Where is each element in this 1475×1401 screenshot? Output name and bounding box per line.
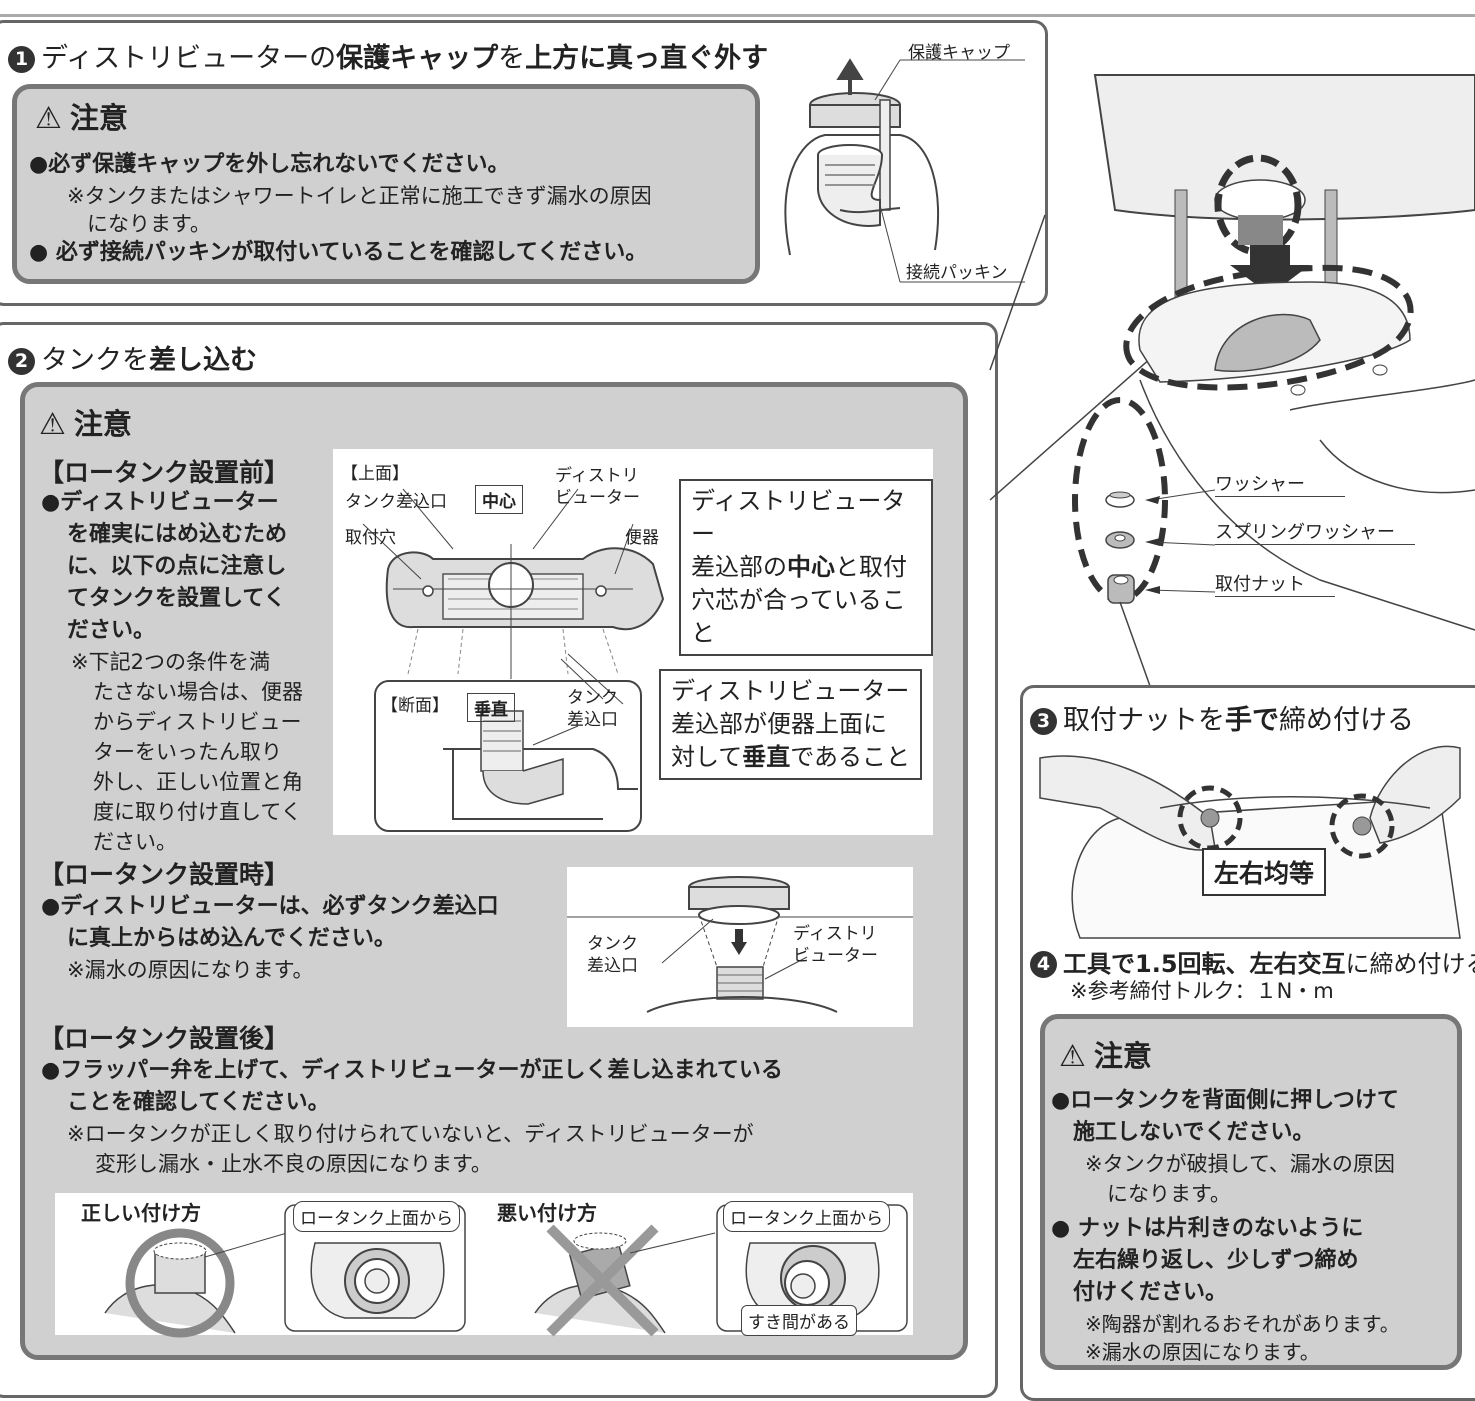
insert-illustration: タンク差込口 ディストリビューター bbox=[567, 867, 913, 1027]
after-note-a: ※ロータンクが正しく取り付けられていないと、ディストリビューターが bbox=[67, 1122, 754, 1146]
comparison-illustration: 正しい付け方 ロータンク上面から 悪い付け方 ロータンク上面から すき間がある bbox=[55, 1193, 913, 1338]
before-bullet: ●ディストリビューター を確実にはめ込むため に、以下の点に注意し てタンクを設… bbox=[41, 490, 288, 643]
from-top-label-correct: ロータンク上面から bbox=[293, 1201, 460, 1232]
step3-number: 3 bbox=[1030, 708, 1057, 735]
step3-illustration bbox=[1039, 745, 1461, 939]
step2-number: 2 bbox=[8, 348, 35, 375]
label-tank-inlet-section: タンク差込口 bbox=[567, 688, 618, 730]
step4-bullet1-a: ●ロータンクを背面側に押しつけて bbox=[1051, 1088, 1399, 1113]
step1-note1a: ※タンクまたはシャワートイレと正常に施工できず漏水の原因 bbox=[67, 184, 652, 208]
wrong-label: 悪い付け方 bbox=[497, 1201, 597, 1225]
step4-note1-a: ※タンクが破損して、漏水の原因 bbox=[1085, 1152, 1395, 1176]
label-tank-inlet-insert: タンク差込口 bbox=[587, 934, 638, 976]
alignment-illustration: 【上面】 タンク差込口 中心 ディストリビューター 取付穴 便器 ディストリビュ… bbox=[333, 449, 933, 835]
from-top-label-wrong: ロータンク上面から bbox=[723, 1201, 890, 1232]
during-heading: 【ロータンク設置時】 bbox=[39, 860, 290, 889]
step2-caution-box: ⚠注意 【ロータンク設置前】 ●ディストリビューター を確実にはめ込むため に、… bbox=[20, 382, 968, 1360]
correct-drawing bbox=[104, 1204, 908, 1338]
step1-note1b: になります。 bbox=[87, 212, 211, 236]
top-rule bbox=[0, 0, 1475, 17]
insert-drawing bbox=[567, 876, 913, 1013]
step4-bullet2-b: 左右繰り返し、少しずつ締め bbox=[1073, 1248, 1359, 1273]
label-protective-cap: 保護キャップ bbox=[908, 43, 1010, 63]
label-vertical: 垂直 bbox=[467, 693, 515, 722]
even-label: 左右均等 bbox=[1202, 848, 1327, 896]
info-vertical-box: ディストリビューター 差込部が便器上面に 対して垂直であること bbox=[659, 669, 923, 780]
step2-caution-title: ⚠注意 bbox=[39, 407, 132, 442]
step4-number: 4 bbox=[1030, 951, 1057, 978]
step1-bullet2: ● 必ず接続パッキンが取付いていることを確認してください。 bbox=[29, 240, 648, 265]
label-washer: ワッシャー bbox=[1215, 470, 1345, 497]
before-note: ※下記2つの条件を満 たさない場合は、便器 からディストリビュー ターをいったん… bbox=[71, 650, 303, 854]
warning-icon: ⚠ bbox=[35, 101, 62, 136]
step4-bullet2-a: ● ナットは片利きのないように bbox=[1051, 1216, 1364, 1241]
step1-caution-box: ⚠注意 ●必ず保護キャップを外し忘れないでください。 ※タンクまたはシャワートイ… bbox=[12, 84, 760, 284]
label-distributor-top: ディストリビューター bbox=[555, 466, 640, 508]
step4-note1-b: になります。 bbox=[1107, 1182, 1231, 1206]
torque-note: ※参考締付トルク：１N・m bbox=[1070, 979, 1334, 1003]
label-distributor-insert: ディストリビューター bbox=[793, 924, 878, 966]
step1-number: 1 bbox=[8, 46, 35, 73]
during-bullet-a: ●ディストリビューターは、必ずタンク差込口 bbox=[41, 894, 499, 919]
step4-caution-box: ⚠注意 ●ロータンクを背面側に押しつけて 施工しないでください。 ※タンクが破損… bbox=[1040, 1014, 1462, 1370]
label-section-view: 【断面】 bbox=[381, 696, 449, 716]
top-view-drawing bbox=[362, 488, 665, 832]
after-note-b: 変形し漏水・止水不良の原因になります。 bbox=[95, 1152, 492, 1176]
label-center: 中心 bbox=[475, 485, 523, 514]
during-note: ※漏水の原因になります。 bbox=[67, 958, 314, 982]
step4-note2-a: ※陶器が割れるおそれがあります。 bbox=[1085, 1312, 1400, 1336]
step1-bullet1: ●必ず保護キャップを外し忘れないでください。 bbox=[29, 152, 510, 177]
label-bowl: 便器 bbox=[625, 528, 659, 548]
gap-label: すき間がある bbox=[741, 1305, 857, 1336]
label-spring-washer: スプリングワッシャー bbox=[1215, 518, 1415, 545]
after-bullet-a: ●フラッパー弁を上げて、ディストリビューターが正しく差し込まれている bbox=[41, 1058, 783, 1083]
after-heading: 【ロータンク設置後】 bbox=[39, 1024, 290, 1053]
label-connection-packing: 接続パッキン bbox=[906, 263, 1008, 283]
after-bullet-b: ことを確認してください。 bbox=[67, 1090, 330, 1115]
before-heading: 【ロータンク設置前】 bbox=[39, 458, 290, 487]
label-tank-inlet: タンク差込口 bbox=[345, 492, 447, 512]
label-mount-hole: 取付穴 bbox=[345, 528, 396, 548]
tank-illustration bbox=[989, 74, 1475, 701]
warning-icon: ⚠ bbox=[39, 407, 66, 442]
step4-note2-b: ※漏水の原因になります。 bbox=[1085, 1340, 1320, 1364]
step1-illustration bbox=[784, 58, 1025, 283]
step1-caution-title: ⚠注意 bbox=[35, 101, 128, 136]
step4-caution-title: ⚠注意 bbox=[1059, 1039, 1152, 1074]
label-top-view: 【上面】 bbox=[341, 464, 409, 484]
correct-label: 正しい付け方 bbox=[81, 1201, 201, 1225]
label-nut: 取付ナット bbox=[1215, 570, 1335, 597]
step4-bullet1-b: 施工しないでください。 bbox=[1073, 1120, 1315, 1145]
step4-bullet2-c: 付けください。 bbox=[1073, 1280, 1228, 1305]
during-bullet-b: に真上からはめ込んでください。 bbox=[67, 926, 396, 951]
warning-icon: ⚠ bbox=[1059, 1039, 1086, 1074]
info-center-box: ディストリビューター 差込部の中心と取付 穴芯が合っていること bbox=[679, 479, 933, 656]
